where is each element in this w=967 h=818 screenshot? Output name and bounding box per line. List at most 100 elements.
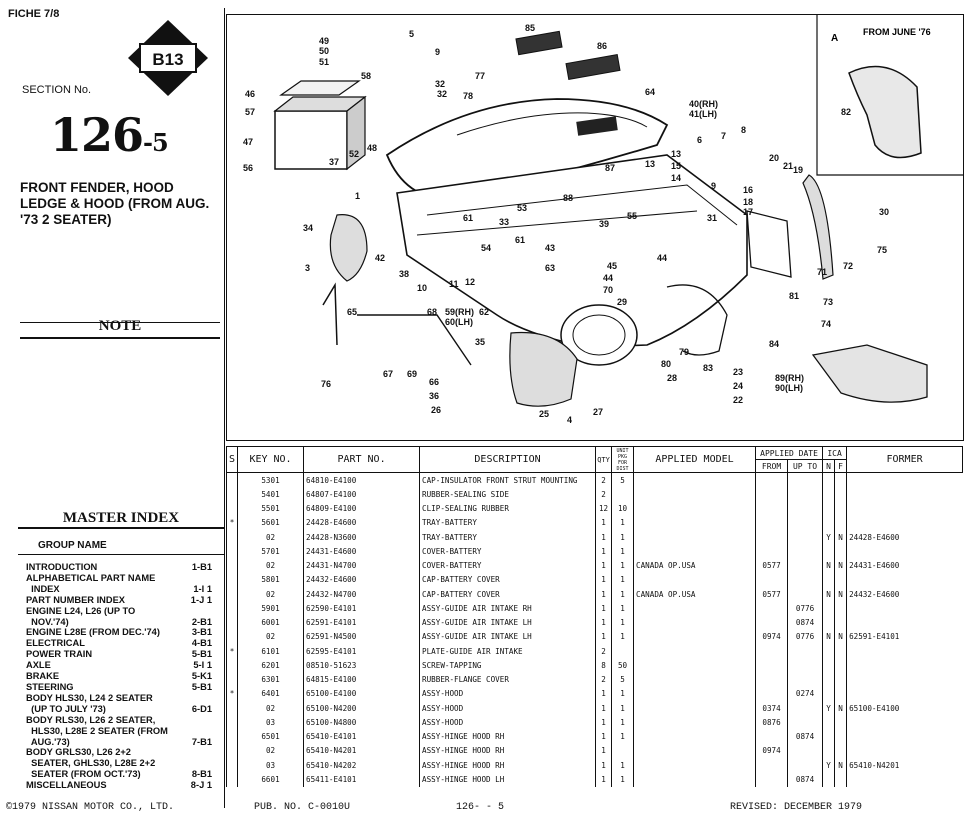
cell-key: 6001 [236, 615, 304, 630]
master-index-label: (UP TO JULY '73) [26, 703, 106, 714]
cell-f [834, 501, 847, 516]
cell-desc: ASSY-HOOD [419, 715, 596, 730]
cell-pkg: 1 [611, 729, 634, 744]
callout: 36 [429, 391, 439, 401]
cell-qty: 1 [595, 715, 612, 730]
cell-s [226, 729, 238, 744]
master-index-label: SEATER, GHLS30, L28E 2+2 [26, 758, 156, 769]
part-76 [322, 282, 338, 346]
cell-former [846, 715, 963, 730]
cell-qty: 2 [595, 644, 612, 659]
cell-key: 02 [236, 530, 304, 545]
cell-desc: ASSY-HINGE HOOD RH [419, 729, 596, 744]
cell-part: 65410-N4202 [303, 758, 420, 773]
cell-pkg: 1 [611, 615, 634, 630]
cell-desc: CAP-BATTERY COVER [419, 587, 596, 602]
cell-key: 5501 [236, 501, 304, 516]
fender-and-ledge [396, 154, 748, 366]
cell-s [226, 629, 238, 644]
cell-n: N [822, 587, 835, 602]
cell-model [633, 715, 756, 730]
cell-former: 62591-E4101 [846, 629, 963, 644]
callout: 8 [741, 125, 746, 135]
cell-key: 5901 [236, 601, 304, 616]
cell-desc: COVER-BATTERY [419, 558, 596, 573]
cell-f: N [834, 629, 847, 644]
callout: 79 [679, 347, 689, 357]
cell-pkg: 1 [611, 701, 634, 716]
callout: 53 [517, 203, 527, 213]
cell-key: 6501 [236, 729, 304, 744]
cell-upto [787, 743, 823, 758]
callout: 42 [375, 253, 385, 263]
cell-former [846, 487, 963, 502]
cell-desc: PLATE-GUIDE AIR INTAKE [419, 644, 596, 659]
cell-part: 64807-E4100 [303, 487, 420, 502]
callout-a: A [831, 33, 838, 44]
cell-key: 02 [236, 743, 304, 758]
master-index-item: BODY RLS30, L26 2 SEATER, [26, 715, 212, 726]
cell-desc: ASSY-HINGE HOOD LH [419, 772, 596, 787]
master-index-label: SEATER (FROM OCT.'73) [26, 769, 141, 780]
callout: 20 [769, 153, 779, 163]
callout: 61 [515, 235, 525, 245]
callout: 4 [567, 415, 572, 425]
callout: 75 [877, 245, 887, 255]
revised-date: REVISED: DECEMBER 1979 [730, 802, 863, 813]
cell-part: 62591-E4101 [303, 615, 420, 630]
callout: 40(RH) [689, 99, 718, 109]
cell-upto: 0874 [787, 772, 823, 787]
callout: 55 [627, 211, 637, 221]
callout: 80 [661, 359, 671, 369]
cell-model [633, 601, 756, 616]
master-index-title: MASTER INDEX [18, 510, 224, 529]
cell-former [846, 772, 963, 787]
master-index-code: 8-B1 [191, 769, 212, 780]
cell-upto [787, 658, 823, 673]
cell-qty: 12 [595, 501, 612, 516]
cell-part: 24432-N4700 [303, 587, 420, 602]
master-index-label: STEERING [26, 681, 74, 692]
panel-divider [224, 8, 225, 808]
cell-qty: 1 [595, 729, 612, 744]
cell-from [755, 686, 788, 701]
cell-upto: 0274 [787, 686, 823, 701]
cell-n: Y [822, 758, 835, 773]
cell-f [834, 572, 847, 587]
hood [385, 98, 669, 201]
cell-model [633, 530, 756, 545]
cell-s: * [226, 644, 238, 659]
callout: 77 [475, 71, 485, 81]
callout: 37 [329, 157, 339, 167]
cell-from [755, 615, 788, 630]
cell-s [226, 558, 238, 573]
cell-from [755, 487, 788, 502]
callout: 33 [499, 217, 509, 227]
cell-desc: ASSY-HINGE HOOD RH [419, 758, 596, 773]
cell-part: 65410-N4201 [303, 743, 420, 758]
cell-key: 02 [236, 701, 304, 716]
callout: 1 [355, 191, 360, 201]
cell-model [633, 629, 756, 644]
callout: 10 [417, 283, 427, 293]
cell-s [226, 758, 238, 773]
cell-qty: 1 [595, 530, 612, 545]
callout: 32 [435, 79, 445, 89]
cell-former: 24431-E4600 [846, 558, 963, 573]
callout: 76 [321, 379, 331, 389]
cell-desc: ASSY-GUIDE AIR INTAKE LH [419, 615, 596, 630]
cell-s [226, 501, 238, 516]
inset-from-label: FROM JUNE '76 [863, 27, 931, 37]
cell-upto [787, 558, 823, 573]
cell-part: 65410-E4101 [303, 729, 420, 744]
callout: 39 [599, 219, 609, 229]
